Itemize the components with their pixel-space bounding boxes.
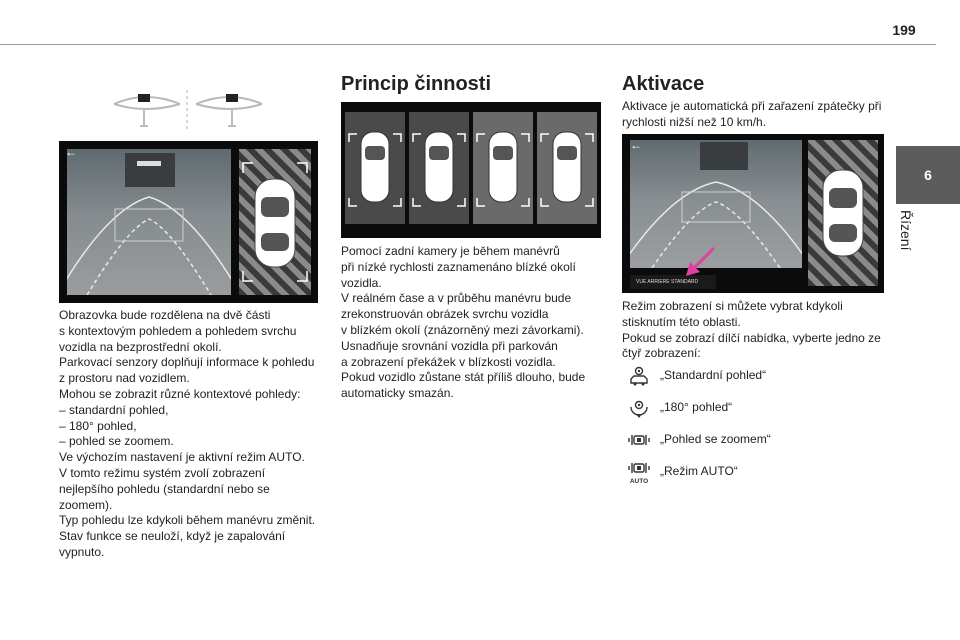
col1-line: – standardní pohled, <box>59 402 169 417</box>
option-standard-view[interactable]: „Standardní pohled“ <box>622 365 822 389</box>
activation-heading: Aktivace <box>622 73 705 95</box>
col2-line: V reálném čase a v průběhu manévru bude <box>341 291 572 306</box>
col3-intro-line: rychlosti nižší než 10 km/h. <box>622 114 767 129</box>
zoom-view-icon <box>628 435 650 445</box>
principle-heading: Princip činnosti <box>341 73 492 95</box>
col1-line: s kontextovým pohledem a pohledem svrchu <box>59 323 297 338</box>
activation-screen-image: ← VUE ARRIERE STANDARD <box>622 134 884 293</box>
chapter-title-text: Řízení <box>898 210 914 251</box>
col2-line: v blízkém okolí (znázorněný mezi závorka… <box>341 322 584 337</box>
col3-line: čtyř zobrazení: <box>622 346 701 361</box>
reconstruction-frame <box>537 112 597 224</box>
col3-line: Pokud se zobrazí dílčí nabídka, vyberte … <box>622 330 881 345</box>
activation-car-top-icon <box>822 169 864 257</box>
reconstruction-frame <box>345 112 405 224</box>
col2-line: zrekonstruován obrázek svrchu vozidla <box>341 307 549 322</box>
pointer-arrow-icon <box>686 246 716 276</box>
col1-line: – 180° pohled, <box>59 418 137 433</box>
car-top-icon <box>242 162 308 282</box>
reconstruction-sequence <box>345 112 597 224</box>
rear-camera-scene <box>67 153 231 295</box>
col1-line: vozidla na bezprostřední okolí. <box>59 339 222 354</box>
col2-line: a zobrazení překážek v blízkosti vozidla… <box>341 354 556 369</box>
reconstruction-frame <box>473 112 533 224</box>
col1-line: Parkovací senzory doplňují informace k p… <box>59 355 315 370</box>
col2-line: při nízké rychlosti zaznamenáno blízké o… <box>341 259 576 274</box>
standard-view-icon <box>630 366 648 386</box>
chapter-tab[interactable]: 6 <box>896 146 960 204</box>
option-zoom-label: „Pohled se zoomem“ <box>660 432 771 446</box>
col1-line: zoomem). <box>59 497 113 512</box>
col2-line: Pomocí zadní kamery je během manévrů <box>341 244 560 258</box>
activation-camera-view <box>630 140 802 268</box>
col2-line: vozidla. <box>341 275 382 290</box>
chapter-title: Řízení <box>898 210 928 270</box>
col1-line: V tomto režimu systém zvolí zobrazení <box>59 465 266 480</box>
col1-line: Obrazovka bude rozdělena na dvě části <box>59 308 271 322</box>
reconstruction-frame <box>409 112 469 224</box>
option-180-view[interactable]: „180° pohled“ <box>622 397 822 421</box>
col1-line: nejlepšího pohledu (standardní nebo se <box>59 481 270 496</box>
col3-intro-line: Aktivace je automatická při zařazení zpá… <box>622 99 882 113</box>
reconstruction-image <box>341 102 601 238</box>
auto-icon-text: AUTO <box>630 478 648 485</box>
option-standard-label: „Standardní pohled“ <box>660 368 767 382</box>
col1-line: Stav funkce se neuloží, když je zapalová… <box>59 529 286 544</box>
col3-intro: Aktivace je automatická při zařazení zpá… <box>622 99 892 131</box>
col1-line: Mohou se zobrazit různé kontextové pohle… <box>59 386 301 401</box>
col1-line: z prostoru nad vozidlem. <box>59 371 190 386</box>
activation-top-view-panel <box>808 140 878 286</box>
col3-line: Režim zobrazení si můžete vybrat kdykoli <box>622 299 843 313</box>
option-auto-mode[interactable]: AUTO „Režim AUTO“ <box>622 461 822 489</box>
header-rule <box>0 44 936 45</box>
back-arrow-icon[interactable]: ← <box>65 145 77 159</box>
view-180-icon <box>630 400 648 418</box>
top-view-panel <box>239 149 311 295</box>
col2-line: automaticky smazán. <box>341 386 454 401</box>
activation-camera-scene <box>630 142 802 268</box>
page-number: 199 <box>892 22 916 38</box>
col1-line: Typ pohledu lze kdykoli během manévru zm… <box>59 513 316 528</box>
mirror-camera-illustration <box>113 90 263 130</box>
col1-line: vypnuto. <box>59 544 105 559</box>
rear-camera-view <box>67 149 231 295</box>
col2-line: Usnadňuje srovnání vozidla při parkován <box>341 338 558 353</box>
col3-line: stisknutím této oblasti. <box>622 314 741 329</box>
split-screen-image: ← <box>59 141 318 303</box>
option-180-label: „180° pohled“ <box>660 400 733 414</box>
auto-mode-icon: AUTO <box>628 463 650 485</box>
col3-text: Režim zobrazení si můžete vybrat kdykoli… <box>622 299 892 362</box>
option-zoom-view[interactable]: „Pohled se zoomem“ <box>622 429 822 453</box>
option-auto-label: „Režim AUTO“ <box>660 464 738 478</box>
col2-line: Pokud vozidlo zůstane stát příliš dlouho… <box>341 370 586 385</box>
col1-line: – pohled se zoomem. <box>59 434 174 449</box>
view-mode-selector[interactable]: VUE ARRIERE STANDARD <box>630 275 716 289</box>
col1-line: Ve výchozím nastavení je aktivní režim A… <box>59 450 305 465</box>
activation-back-arrow-icon[interactable]: ← <box>630 138 642 152</box>
